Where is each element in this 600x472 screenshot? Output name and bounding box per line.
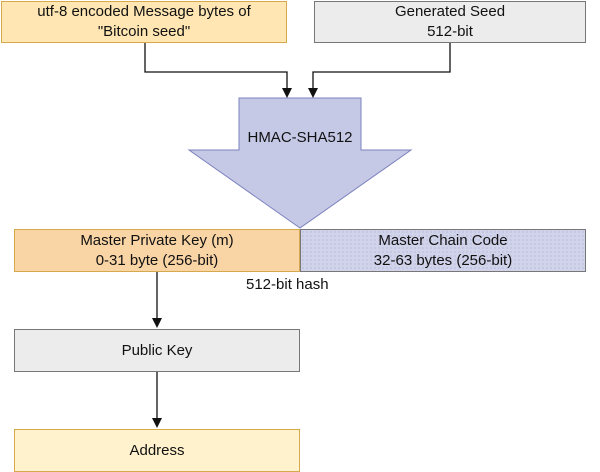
seed-to-hmac-connector [308,43,451,98]
message-to-hmac-connector [144,43,292,98]
public-key-label: Public Key [121,341,193,359]
message-bytes-line-1: utf-8 encoded Message bytes of [37,3,251,20]
address-box: Address [14,429,300,472]
master-chain-code-line-2: 32-63 bytes (256-bit) [373,251,513,269]
address-label: Address [129,441,185,459]
message-bytes-line-2: "Bitcoin seed" [97,23,191,40]
message-bytes-box: utf-8 encoded Message bytes of "Bitcoin … [1,1,287,43]
master-private-key-box: Master Private Key (m) 0-31 byte (256-bi… [14,229,300,272]
generated-seed-box: Generated Seed 512-bit [314,1,586,43]
master-chain-code-box: Master Chain Code 32-63 bytes (256-bit) [300,229,586,272]
public-key-box: Public Key [14,329,300,372]
hash-size-label: 512-bit hash [246,276,329,293]
master-chain-code-line-1: Master Chain Code [378,231,508,249]
hmac-sha512-label: HMAC-SHA512 [247,129,353,146]
master-private-key-line-2: 0-31 byte (256-bit) [95,251,219,269]
master-private-key-line-1: Master Private Key (m) [80,231,234,249]
hmac-sha512-arrow-shape [187,97,413,229]
generated-seed-line-2: 512-bit [427,23,473,40]
generated-seed-line-1: Generated Seed [394,3,506,20]
